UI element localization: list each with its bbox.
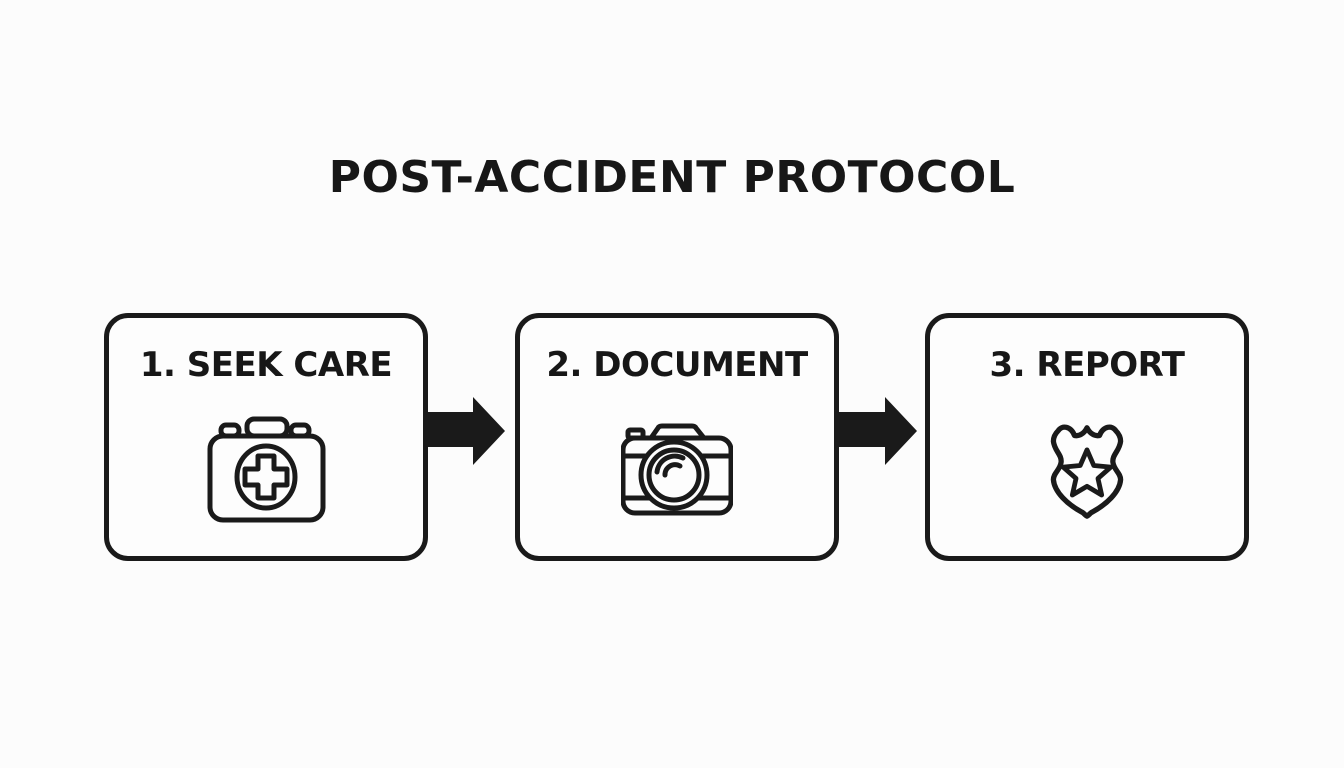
- step-box-seek-care: 1. SEEK CARE: [104, 313, 428, 561]
- police-badge-icon: [1039, 419, 1135, 523]
- step-box-document: 2. DOCUMENT: [515, 313, 839, 561]
- step-box-report: 3. REPORT: [925, 313, 1249, 561]
- first-aid-kit-icon: [207, 416, 326, 523]
- camera-icon: [621, 422, 733, 516]
- diagram-title: POST-ACCIDENT PROTOCOL: [328, 152, 1016, 203]
- arrow-right-icon: [427, 397, 505, 465]
- arrow-right-icon: [839, 397, 917, 465]
- step-label: 1. SEEK CARE: [139, 345, 393, 385]
- step-label: 3. REPORT: [989, 345, 1185, 385]
- step-label: 2. DOCUMENT: [546, 345, 808, 385]
